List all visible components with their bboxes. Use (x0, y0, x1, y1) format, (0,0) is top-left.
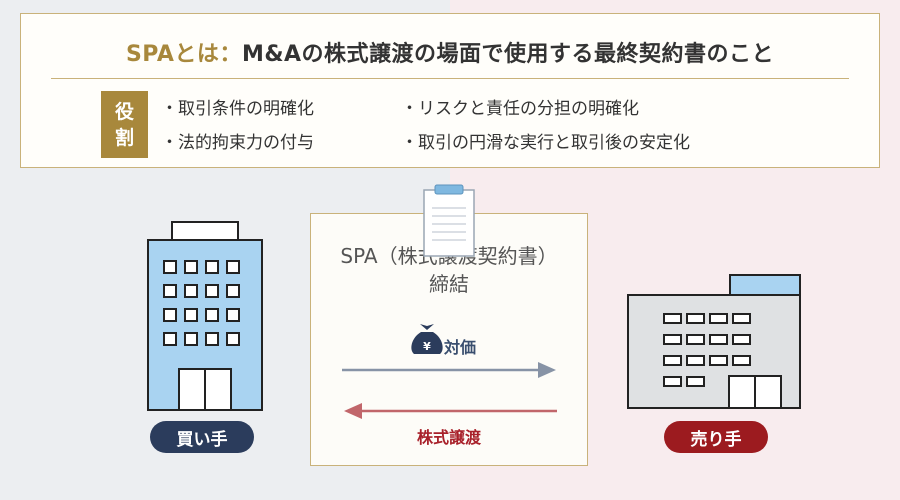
building-window (226, 260, 240, 274)
price-arrow (342, 362, 556, 378)
role-item: リスクと責任の分担の明確化 (401, 94, 639, 119)
stock-transfer-label: 株式譲渡 (416, 428, 481, 447)
contract-title-line2: 締結 (429, 272, 469, 296)
building-window (732, 334, 751, 345)
building-window (686, 334, 705, 345)
price-label: 対価 (311, 334, 587, 358)
building-window (709, 334, 728, 345)
building-window (663, 334, 682, 345)
building-window (163, 260, 177, 274)
building-window (184, 260, 198, 274)
building-window (184, 284, 198, 298)
role-item: 取引条件の明確化 (161, 94, 314, 119)
seller-label: 売り手 (664, 421, 768, 453)
building-window (686, 313, 705, 324)
office-tower-icon (147, 221, 263, 411)
building-window (205, 260, 219, 274)
role-badge: 役 割 (101, 91, 148, 158)
role-item: 取引の円滑な実行と取引後の安定化 (401, 128, 690, 153)
building-window (663, 313, 682, 324)
building-window (163, 308, 177, 322)
building-window (709, 313, 728, 324)
building-window (226, 332, 240, 346)
building-window (205, 332, 219, 346)
definition-title-body: M&Aの株式譲渡の場面で使用する最終契約書のこと (241, 42, 775, 67)
role-badge-char-2: 割 (114, 126, 134, 149)
role-badge-char-1: 役 (114, 100, 134, 123)
money-bag-icon: ¥ (411, 324, 443, 354)
building-window (226, 308, 240, 322)
money-bag-yen-symbol: ¥ (423, 340, 431, 353)
building-window (163, 284, 177, 298)
building-window (184, 308, 198, 322)
building-window (686, 376, 705, 387)
definition-divider (51, 78, 849, 79)
building-window (226, 284, 240, 298)
building-window (205, 308, 219, 322)
buyer-label: 買い手 (150, 421, 254, 453)
building-window (184, 332, 198, 346)
building-window (686, 355, 705, 366)
building-window (732, 355, 751, 366)
building-window (732, 313, 751, 324)
clipboard-icon (423, 184, 475, 257)
definition-title-prefix: SPAとは： (125, 42, 242, 67)
building-window (205, 284, 219, 298)
building-window (663, 376, 682, 387)
building-window (163, 332, 177, 346)
stock-transfer-arrow (344, 403, 557, 419)
factory-building-icon (627, 274, 801, 409)
price-label-text: 対価 (443, 338, 476, 357)
building-window (663, 355, 682, 366)
role-item: 法的拘束力の付与 (161, 128, 314, 153)
spa-definition-box: SPAとは：M&Aの株式譲渡の場面で使用する最終契約書のこと 役 割 取引条件の… (20, 13, 880, 168)
definition-title: SPAとは：M&Aの株式譲渡の場面で使用する最終契約書のこと (21, 36, 879, 68)
building-window (709, 355, 728, 366)
